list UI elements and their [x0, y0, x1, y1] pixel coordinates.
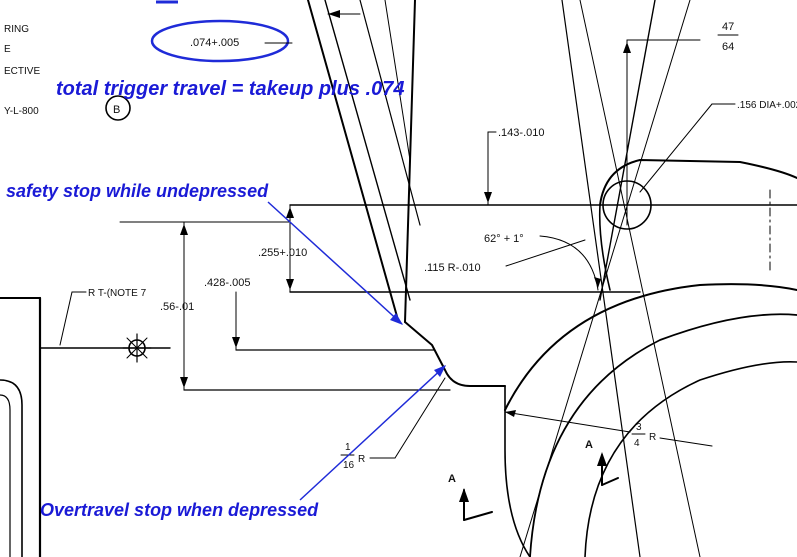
angle-arc [539, 235, 599, 291]
header-fragment-4: Y-L-800 [4, 106, 39, 117]
fraction-47-arrow [623, 42, 631, 53]
dim-note7: R T-(NOTE 7 [88, 288, 147, 299]
dim-255-arrow-bottom [286, 279, 294, 290]
section-marker-a-right: A [585, 439, 619, 486]
overtravel-arrowhead [434, 365, 446, 377]
pivot-symbol [122, 333, 152, 363]
dim-56: .56-.01 [160, 301, 194, 313]
dim-143-arrow [484, 192, 492, 203]
tolerance-highlight-ellipse [150, 19, 290, 63]
sear-side-curve [598, 204, 611, 291]
trigger-outer-edge [307, 0, 399, 321]
annotation-total-travel: total trigger travel = takeup plus .074 [56, 78, 404, 100]
fraction-16-den: 16 [343, 460, 355, 471]
dim-428: .428-.005 [204, 277, 250, 289]
note7-leader [59, 291, 73, 346]
fraction-34-leader [504, 411, 631, 433]
dim-56-arrow-bottom [180, 377, 188, 388]
dim-dia: .156 DIA+.002 [737, 100, 797, 111]
fraction-34-arrow [505, 410, 516, 417]
section-marker-a-left: A [448, 473, 493, 521]
dim-143: .143-.010 [498, 127, 544, 139]
trigger-inner-edge-1 [324, 0, 411, 301]
fraction-34-suffix: R [649, 432, 656, 443]
fraction-16-num: 1 [345, 442, 351, 453]
hammer-arc-inner [584, 361, 797, 557]
hammer-arc-outer [504, 283, 797, 411]
annotation-overtravel-stop: Overtravel stop when depressed [40, 500, 319, 520]
annotation-safety-stop: safety stop while undepressed [6, 181, 269, 201]
dim-angle: 62° + 1° [484, 233, 524, 245]
safety-stop-arrow-line [267, 201, 403, 325]
trigger-stop-profile [404, 321, 506, 387]
dia-leader [639, 103, 713, 193]
dim-428-arrow [232, 337, 240, 348]
circle-b-label: B [113, 104, 120, 116]
fraction-47-num: 47 [722, 21, 734, 33]
dim-radius-115: .115 R-.010 [424, 262, 481, 274]
dim-255-arrow-top [286, 207, 294, 218]
left-curve-inner [0, 394, 11, 557]
top-dim-arrow [328, 10, 340, 18]
fraction-34-num: 3 [636, 422, 642, 433]
fraction-34-den: 4 [634, 438, 640, 449]
angle-arrow [594, 277, 601, 288]
radius-115-leader [505, 239, 586, 267]
trigger-inner-edge-3 [384, 0, 411, 161]
header-fragment-2: E [4, 44, 11, 55]
right-diag-1 [561, 0, 641, 557]
svg-text:A: A [585, 439, 593, 451]
circle-b-outline [105, 95, 131, 121]
fraction-34-leader-right [659, 437, 713, 447]
header-fragment-3: ECTIVE [4, 66, 40, 77]
dim-255: .255+.010 [258, 247, 307, 259]
fraction-47-den: 64 [722, 41, 734, 53]
fraction-16-suffix: R [358, 454, 365, 465]
trigger-front-edge [404, 0, 416, 323]
hammer-left-edge [504, 385, 531, 557]
dim-56-arrow-top [180, 224, 188, 235]
safety-stop-arrowhead [390, 313, 403, 325]
dim-circled-tolerance: .074+.005 [190, 37, 239, 49]
left-curve [0, 379, 23, 557]
right-diag-2 [579, 0, 701, 557]
svg-text:A: A [448, 473, 456, 485]
header-fragment-1: RING [4, 24, 29, 35]
fraction-16-leader [394, 377, 446, 459]
hammer-arc-mid [529, 313, 797, 557]
sear-top-curve [599, 159, 797, 206]
overtravel-arrow-line [299, 365, 446, 501]
